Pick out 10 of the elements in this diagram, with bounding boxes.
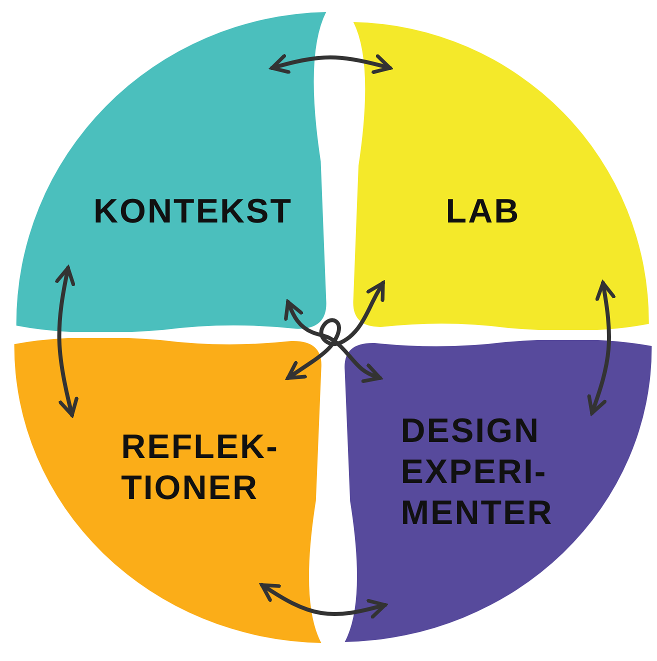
double-arrow (270, 54, 392, 74)
double-arrow (286, 281, 385, 380)
double-arrow (587, 281, 616, 415)
quadrant-label: LAB (446, 192, 520, 232)
quadrant-label: KONTEKST (94, 192, 292, 232)
double-arrow (284, 300, 382, 383)
quadrant-label: REFLEK- TIONER (121, 427, 279, 509)
double-arrow (260, 583, 387, 619)
quadrant-label: DESIGN EXPERI- MENTER (400, 410, 554, 534)
double-arrow (55, 266, 78, 417)
